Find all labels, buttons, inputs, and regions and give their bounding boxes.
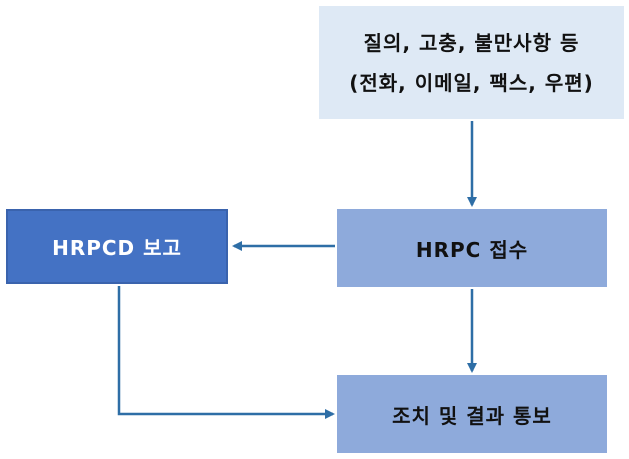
result-label: 조치 및 결과 통보 [392,403,552,428]
result-box: 조치 및 결과 통보 [337,375,607,453]
arrow-report-to-result [117,286,335,419]
report-label: HRPCD 보고 [52,236,182,260]
inquiry-line1: 질의, 고충, 불만사항 등 [363,30,580,55]
receipt-label: HRPC 접수 [415,237,529,262]
inquiry-box: 질의, 고충, 불만사항 등 (전화, 이메일, 팩스, 우편) [319,6,624,119]
report-box: HRPCD 보고 [6,209,228,284]
receipt-box: HRPC 접수 [337,209,607,287]
inquiry-line2: (전화, 이메일, 팩스, 우편) [349,70,594,95]
